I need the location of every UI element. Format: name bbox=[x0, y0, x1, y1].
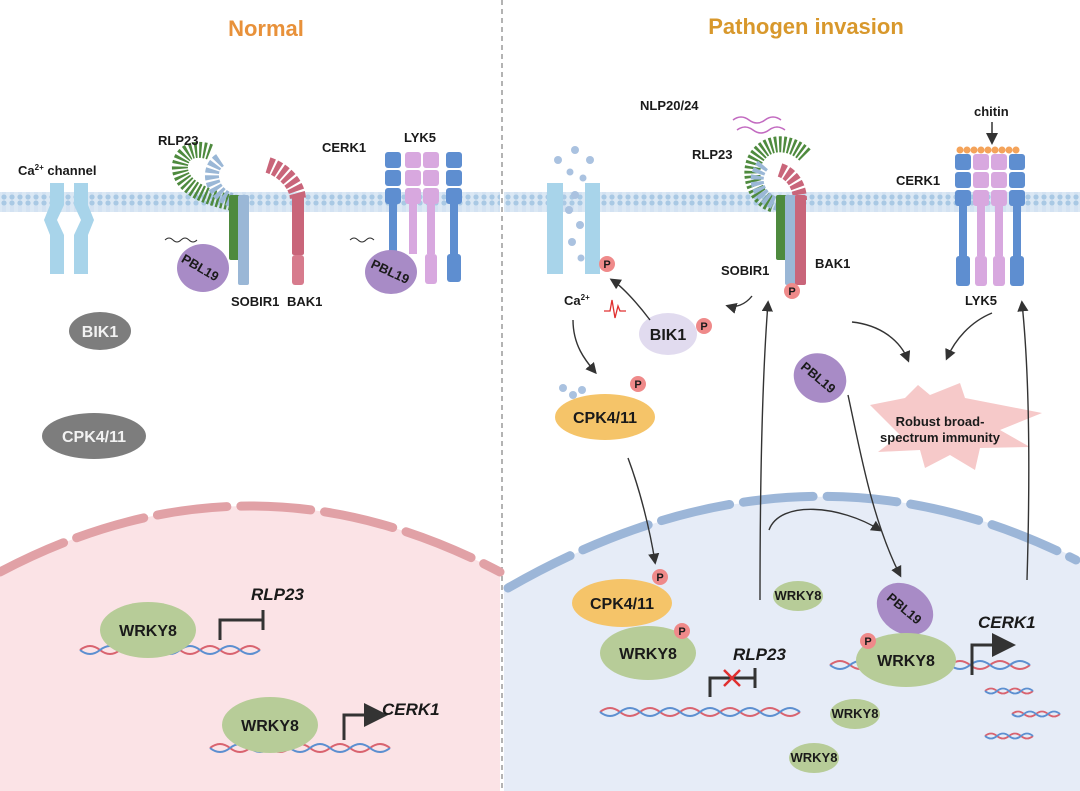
activation-arrow-cerk1-normal bbox=[342, 703, 388, 740]
cpk-nucleus bbox=[572, 579, 672, 627]
bak1-label-normal: BAK1 bbox=[287, 294, 322, 309]
chitin-label: chitin bbox=[974, 104, 1009, 119]
cpk-ca-ions bbox=[559, 384, 586, 399]
phospho-label-cpk-nucleus: P bbox=[656, 572, 663, 584]
phospho-cpk-nucleus bbox=[652, 569, 668, 585]
nlp-ligand bbox=[732, 116, 782, 124]
cerk1-label-normal: CERK1 bbox=[322, 140, 366, 155]
wrky8-small-2 bbox=[830, 699, 880, 729]
bak1-label-pathogen: BAK1 bbox=[815, 256, 850, 271]
ca-channel-label: Ca2+ channel bbox=[18, 163, 97, 178]
wrky8-small-label-1: WRKY8 bbox=[775, 588, 822, 603]
immunity-label-line2: spectrum immunity bbox=[880, 430, 1001, 445]
phospho-receptor bbox=[784, 283, 800, 299]
cerk1-lyk5-complex-pathogen bbox=[955, 154, 1025, 286]
phospho-wrky8-right bbox=[860, 633, 876, 649]
wrky8-label-left-pathogen: WRKY8 bbox=[619, 646, 677, 663]
wrky8-label-normal-top: WRKY8 bbox=[119, 623, 177, 640]
pbl19-right-normal bbox=[365, 250, 417, 294]
immunity-burst bbox=[870, 383, 1042, 470]
wrky8-small-1 bbox=[773, 581, 823, 611]
nuclear-envelope-infected bbox=[503, 491, 1080, 593]
cerk1-lyk5-complex-normal bbox=[385, 152, 462, 284]
cpk-label-cytosol: CPK4/11 bbox=[573, 410, 637, 427]
phospho-label-receptor: P bbox=[788, 286, 795, 298]
gene-cerk1-pathogen: CERK1 bbox=[978, 613, 1036, 632]
block-cross-icon bbox=[723, 669, 741, 687]
activation-arrow-cerk1-pathogen bbox=[970, 633, 1016, 675]
phospho-cpk-cytosol bbox=[630, 376, 646, 392]
calcium-spike-icon bbox=[604, 299, 626, 319]
cpk-active-cytosol bbox=[555, 394, 655, 440]
wrky8-small-label-3: WRKY8 bbox=[791, 750, 838, 765]
ca-ions bbox=[554, 146, 594, 262]
wrky8-normal-top bbox=[100, 602, 196, 658]
cpk-inactive bbox=[42, 413, 146, 459]
bak1-receptor-normal bbox=[265, 157, 306, 285]
immunity-label-line1: Robust broad- bbox=[896, 414, 985, 429]
phospho-ca-channel bbox=[599, 256, 615, 272]
bik1-label-normal: BIK1 bbox=[82, 324, 119, 341]
phospho-label-ca-channel: P bbox=[603, 259, 610, 271]
phospho-label-cpk-cytosol: P bbox=[634, 379, 641, 391]
phospho-label-wrky8-left: P bbox=[678, 626, 685, 638]
rlp23-label-pathogen: RLP23 bbox=[692, 147, 732, 162]
rlp23-label-normal: RLP23 bbox=[158, 133, 198, 148]
rlp23-complex-pathogen bbox=[744, 136, 811, 285]
phospho-label-wrky8-right: P bbox=[864, 636, 871, 648]
wrky8-label-right-pathogen: WRKY8 bbox=[877, 653, 935, 670]
pbl19-tail-right bbox=[349, 237, 375, 243]
pbl19-tail-left bbox=[164, 237, 198, 243]
signaling-arrows bbox=[572, 278, 1030, 601]
cpk-label-normal: CPK4/11 bbox=[62, 429, 126, 446]
rlp23-receptor-normal bbox=[172, 141, 249, 285]
bik1-inactive bbox=[69, 312, 131, 350]
nlp-ligand-2 bbox=[736, 126, 786, 134]
repression-symbol-rlp23-normal bbox=[218, 610, 265, 640]
chitin-beads bbox=[956, 146, 1020, 154]
mrna-strands bbox=[984, 687, 1061, 740]
pbl19-left-normal bbox=[177, 244, 229, 292]
cpk-label-nucleus: CPK4/11 bbox=[590, 596, 654, 613]
ca-channel-normal bbox=[44, 183, 94, 274]
sobir1-label-normal: SOBIR1 bbox=[231, 294, 279, 309]
nlp-label: NLP20/24 bbox=[640, 98, 699, 113]
pbl19-nucleus bbox=[876, 582, 934, 636]
lyk5-label-pathogen: LYK5 bbox=[965, 293, 997, 308]
pbl19-cytosol bbox=[793, 353, 847, 403]
phospho-bik1 bbox=[696, 318, 712, 334]
title-pathogen: Pathogen invasion bbox=[708, 14, 904, 39]
sobir1-label-pathogen: SOBIR1 bbox=[721, 263, 769, 278]
phospho-label-bik1: P bbox=[700, 321, 707, 333]
membrane-normal bbox=[0, 192, 500, 212]
wrky8-left-pathogen bbox=[600, 626, 696, 680]
wrky8-small-label-2: WRKY8 bbox=[832, 706, 879, 721]
nucleus-infected bbox=[504, 496, 1080, 791]
dna-pathogen-left-strand2 bbox=[599, 707, 801, 717]
wrky8-small-3 bbox=[789, 743, 839, 773]
wrky8-right-pathogen bbox=[856, 633, 956, 687]
gene-cerk1-normal: CERK1 bbox=[382, 700, 440, 719]
cerk1-label-pathogen: CERK1 bbox=[896, 173, 940, 188]
gene-rlp23-normal: RLP23 bbox=[251, 585, 304, 604]
bik1-active bbox=[639, 313, 697, 355]
wrky8-normal-bottom bbox=[222, 697, 318, 753]
phospho-wrky8-left bbox=[674, 623, 690, 639]
ca-channel-pathogen bbox=[547, 183, 600, 274]
nuclear-envelope-normal bbox=[0, 501, 505, 577]
repression-symbol-rlp23-pathogen bbox=[708, 668, 757, 697]
bik1-label-pathogen: BIK1 bbox=[650, 327, 687, 344]
ca-label-pathogen: Ca2+ bbox=[564, 293, 590, 308]
gene-rlp23-pathogen: RLP23 bbox=[733, 645, 786, 664]
lyk5-label-normal: LYK5 bbox=[404, 130, 436, 145]
wrky8-label-normal-bottom: WRKY8 bbox=[241, 718, 299, 735]
title-normal: Normal bbox=[228, 16, 304, 41]
